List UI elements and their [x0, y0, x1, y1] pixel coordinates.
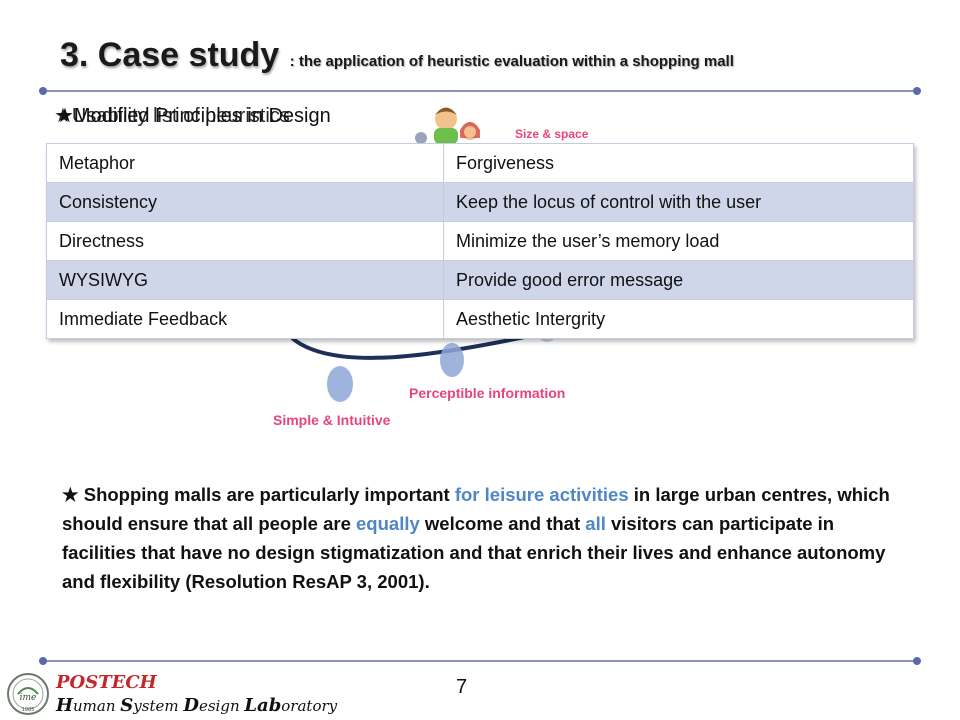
- label-size-space: Size & space: [515, 127, 589, 141]
- table-row: WYSIWYG Provide good error message: [46, 260, 914, 300]
- bottom-divider: [39, 657, 921, 665]
- label-simple-intuitive: Simple & Intuitive: [273, 412, 391, 428]
- highlight-equally: equally: [356, 513, 420, 534]
- table-cell: Keep the locus of control with the user: [443, 182, 914, 222]
- table-cell: Immediate Feedback: [46, 299, 444, 339]
- divider-dot-right: [913, 657, 921, 665]
- table-row: Directness Minimize the user’s memory lo…: [46, 221, 914, 261]
- title-subtitle: : the application of heuristic evaluatio…: [289, 53, 734, 70]
- table-cell: Metaphor: [46, 143, 444, 183]
- ime-logo: ime 1985: [7, 673, 49, 715]
- table-cell: Minimize the user’s memory load: [443, 221, 914, 261]
- table-cell: Forgiveness: [443, 143, 914, 183]
- title-main: 3. Case study: [60, 36, 280, 74]
- shopping-mall-paragraph: ★ Shopping malls are particularly import…: [62, 480, 892, 596]
- highlight-all: all: [585, 513, 606, 534]
- highlight-leisure: for leisure activities: [454, 484, 629, 505]
- logo-year: 1985: [22, 707, 35, 713]
- diagram-node-simple: [327, 366, 353, 402]
- divider-dot-left: [39, 657, 47, 665]
- lab-name: Human System Design Laboratory: [56, 695, 338, 716]
- header-modified-principles: ★Modified Principles in Design: [56, 105, 331, 127]
- table-cell: Aesthetic Intergrity: [443, 299, 914, 339]
- paragraph-text: visitors can participate in facilities t…: [62, 513, 886, 592]
- paragraph-text: welcome and that: [419, 513, 586, 534]
- table-cell: WYSIWYG: [46, 260, 444, 300]
- divider-dot-right: [913, 87, 921, 95]
- heuristics-table: Metaphor Forgiveness Consistency Keep th…: [46, 143, 914, 339]
- table-row: Immediate Feedback Aesthetic Intergrity: [46, 299, 914, 339]
- table-cell: Directness: [46, 221, 444, 261]
- table-row: Metaphor Forgiveness: [46, 143, 914, 183]
- postech-wordmark: POSTECH: [56, 672, 157, 693]
- table-cell: Provide good error message: [443, 260, 914, 300]
- paragraph-text: Shopping malls are particularly importan…: [78, 484, 455, 505]
- people-icon: [415, 107, 480, 144]
- logo-text: ime: [20, 693, 37, 703]
- header-usability-list: ★Usability list of heuristics: [54, 105, 290, 127]
- table-row: Consistency Keep the locus of control wi…: [46, 182, 914, 222]
- label-perceptible-information: Perceptible information: [409, 385, 566, 401]
- paragraph-text: in large urban centres, which should ens…: [62, 484, 890, 534]
- table-cell: Consistency: [46, 182, 444, 222]
- page-number: 7: [456, 676, 468, 698]
- divider-dot-left: [39, 87, 47, 95]
- diagram-arc: [290, 330, 549, 360]
- slide-title: 3. Case study : the application of heuri…: [60, 36, 734, 75]
- diagram-node-perceptible: [440, 343, 464, 377]
- bullet-star-icon: ★: [62, 484, 79, 505]
- top-divider: [39, 87, 921, 95]
